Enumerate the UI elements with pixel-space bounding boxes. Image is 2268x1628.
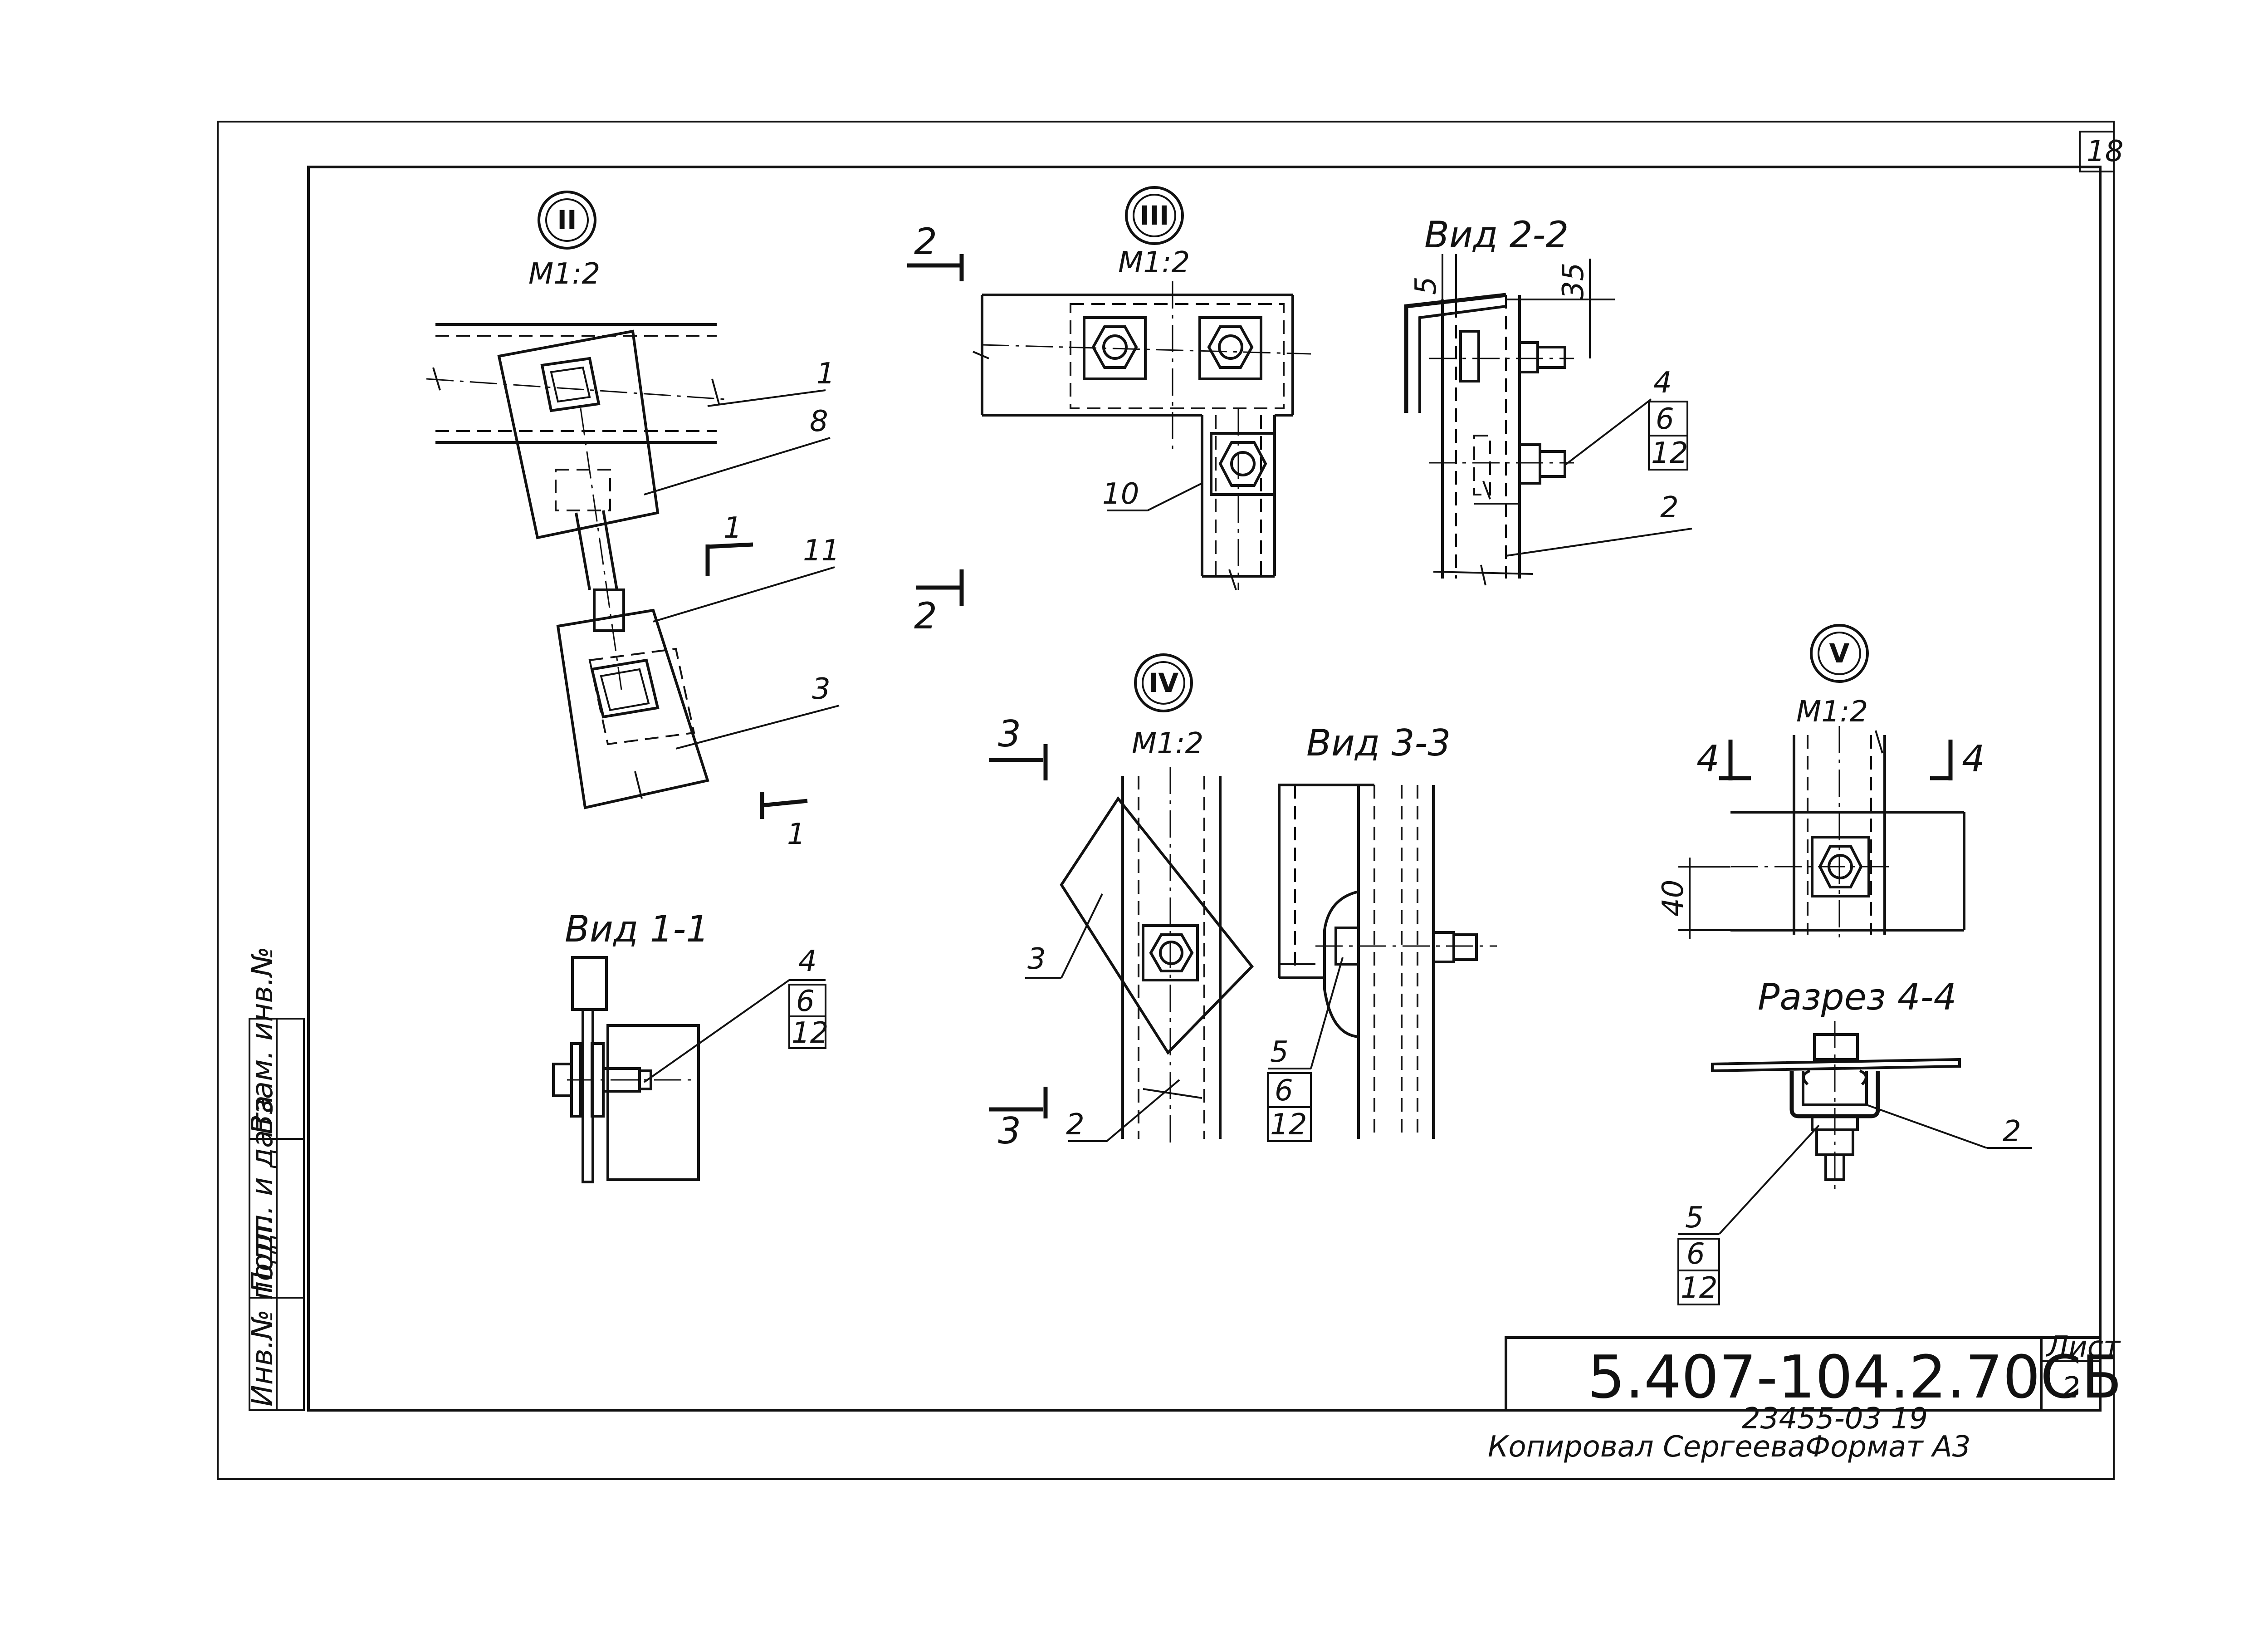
view33-callout-5: 5 (1270, 1035, 1289, 1069)
title-block: 5.407-104.2.70СБ Лист 2 (1505, 1330, 2122, 1412)
node-II-numeral: II (557, 205, 577, 235)
view-1-1-title: Вид 1-1 (565, 908, 709, 950)
section-4-4: Разрез 4-4 2 5 6 12 (1677, 976, 2032, 1305)
section-4-4-title: Разрез 4-4 (1758, 976, 1956, 1018)
view11-callout-4: 4 (798, 945, 817, 978)
node-II-circle-outer (538, 191, 596, 250)
inv-number: 23455-03 19 (1742, 1402, 1928, 1436)
node-V: V M1:2 40 4 4 (1657, 624, 1985, 944)
node-IV-callout-2: 2 (1066, 1108, 1085, 1142)
node-III-callout-10: 10 (1102, 477, 1139, 511)
view22-callout-2: 2 (1660, 491, 1679, 525)
callout-3: 3 (812, 672, 831, 706)
callout-11: 11 (803, 534, 840, 568)
section-1-top: 1 (723, 511, 742, 545)
callout-1: 1 (816, 357, 835, 391)
node-IV-numeral: IV (1149, 667, 1179, 698)
node-IV-callout-3: 3 (1027, 942, 1046, 976)
node-III-scale: M1:2 (1118, 246, 1190, 280)
node-V-circle-outer (1810, 624, 1869, 683)
side-stamp-podp-data: Подп. и дата (246, 1095, 279, 1293)
node-III-circle-outer (1125, 186, 1184, 245)
view22-callout-6: 6 (1656, 402, 1674, 436)
node-III: III M1:2 10 2 (907, 186, 1311, 637)
node-II-circle-inner (545, 198, 589, 242)
section-3-bottom: 3 (998, 1110, 1021, 1152)
section44-callout-6: 6 (1686, 1237, 1705, 1271)
view-2-2: Вид 2-2 5 35 4 6 12 2 (1404, 214, 1692, 586)
section44-callout-12: 12 (1681, 1271, 1717, 1305)
node-V-scale: M1:2 (1796, 695, 1868, 729)
node-III-circle-inner (1133, 194, 1176, 237)
view33-callout-12: 12 (1270, 1108, 1307, 1142)
node-IV: IV M1:2 3 2 3 3 (989, 653, 1254, 1152)
node-IV-circle-outer (1134, 653, 1193, 712)
side-stamp: Инв.№ подл. Подп. и дата Взам. инв.№ (246, 946, 305, 1411)
node-II-scale: M1:2 (528, 257, 600, 291)
list-label: Лист (2046, 1330, 2121, 1364)
node-V-circle-inner (1818, 632, 1861, 675)
section-3-top: 3 (998, 713, 1021, 755)
view-3-3: Вид 3-3 5 6 12 (1267, 722, 1497, 1142)
section-2-bottom: 2 (914, 595, 937, 637)
dim-40: 40 (1657, 880, 1690, 917)
side-stamp-inv-podl: Инв.№ подл. (246, 1216, 279, 1407)
view-2-2-title: Вид 2-2 (1424, 214, 1569, 256)
view22-callout-12: 12 (1651, 436, 1688, 470)
view11-callout-12: 12 (792, 1016, 828, 1050)
node-II: II M1:2 1 8 11 3 (426, 191, 840, 851)
section44-callout-5: 5 (1685, 1201, 1704, 1235)
format-note: Формат А3 (1805, 1430, 1971, 1464)
doc-code: 5.407-104.2.70СБ (1588, 1343, 2122, 1412)
node-III-numeral: III (1140, 200, 1169, 231)
section44-callout-2: 2 (2003, 1115, 2021, 1148)
node-IV-scale: M1:2 (1132, 727, 1203, 760)
node-IV-circle-inner (1142, 661, 1185, 705)
list-value: 2 (2062, 1371, 2080, 1405)
inner-frame (307, 166, 2102, 1412)
section-4-left: 4 (1696, 738, 1720, 780)
side-stamp-vzam-inv: Взам. инв.№ (246, 946, 279, 1134)
view22-callout-4: 4 (1653, 366, 1672, 400)
section-1-bottom: 1 (787, 818, 806, 851)
sheet-number: 18 (2087, 135, 2123, 168)
view33-callout-6: 6 (1275, 1074, 1293, 1108)
view-1-1: Вид 1-1 4 6 12 (552, 908, 828, 1183)
node-V-numeral: V (1829, 638, 1850, 669)
section-4-right: 4 (1962, 738, 1985, 780)
view-3-3-title: Вид 3-3 (1306, 722, 1451, 764)
copy-note: Копировал Сергеева (1488, 1430, 1805, 1464)
view11-callout-6: 6 (796, 985, 815, 1018)
dim-5: 5 (1409, 276, 1443, 295)
sheet-number-box: 18 (2079, 131, 2123, 172)
callout-8: 8 (810, 405, 828, 438)
dim-35: 35 (1557, 263, 1590, 299)
section-2-top: 2 (914, 221, 937, 263)
outer-frame (217, 121, 2115, 1480)
